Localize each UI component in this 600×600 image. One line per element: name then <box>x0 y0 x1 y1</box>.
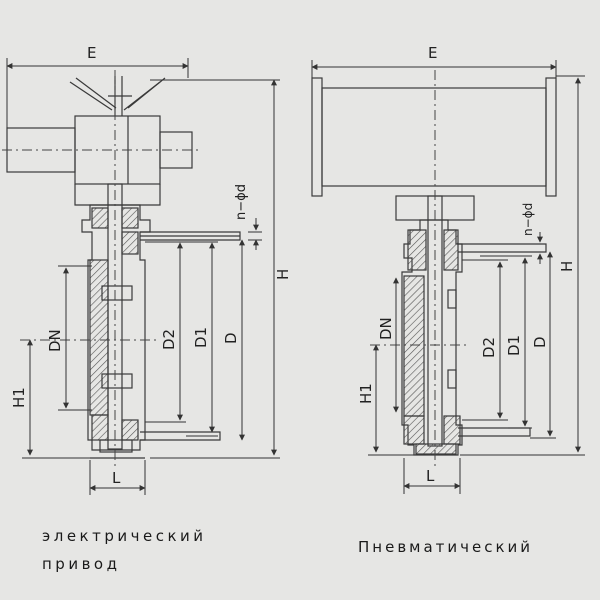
cylinder-end-right <box>545 77 557 197</box>
handwheel <box>69 76 166 116</box>
caption-electric-line2: привод <box>42 555 121 573</box>
label-H1-left: H1 <box>10 387 28 408</box>
label-D-right: D <box>531 336 549 348</box>
dimension-labels: E E H H H1 H1 DN DN D2 D2 D1 D1 D D L L … <box>10 44 576 487</box>
label-H1-right: H1 <box>357 383 375 404</box>
label-n-phi-d-left: n−ϕd <box>234 184 249 220</box>
cylinder-end-left <box>311 77 323 197</box>
label-D2-right: D2 <box>480 337 498 358</box>
label-H-right: H <box>558 261 576 272</box>
label-E-left: E <box>87 44 96 62</box>
electric-valve-drawing <box>6 76 241 459</box>
label-DN-left: DN <box>46 329 64 352</box>
seat-liner-left <box>403 275 425 417</box>
electric-centerlines <box>2 70 200 470</box>
label-L-right: L <box>426 467 435 485</box>
label-H-left: H <box>274 269 292 280</box>
label-DN-right: DN <box>377 317 395 340</box>
pneumatic-dimensions <box>311 60 585 494</box>
pneumatic-centerlines <box>370 70 470 470</box>
label-D-left: D <box>222 332 240 344</box>
caption-pneumatic: Пневматический <box>358 538 534 556</box>
pneumatic-valve-drawing <box>311 77 557 456</box>
label-D1-left: D1 <box>192 327 210 348</box>
electric-dimensions <box>6 58 280 495</box>
label-L-left: L <box>112 469 121 487</box>
label-n-phi-d-right: n−ϕd <box>521 203 535 236</box>
label-E-right: E <box>428 44 437 62</box>
label-D2-left: D2 <box>160 329 178 350</box>
pneumatic-cylinder <box>321 87 547 187</box>
label-D1-right: D1 <box>505 335 523 356</box>
caption-electric-line1: электрический <box>42 527 207 545</box>
seat-liner-left <box>89 259 109 416</box>
